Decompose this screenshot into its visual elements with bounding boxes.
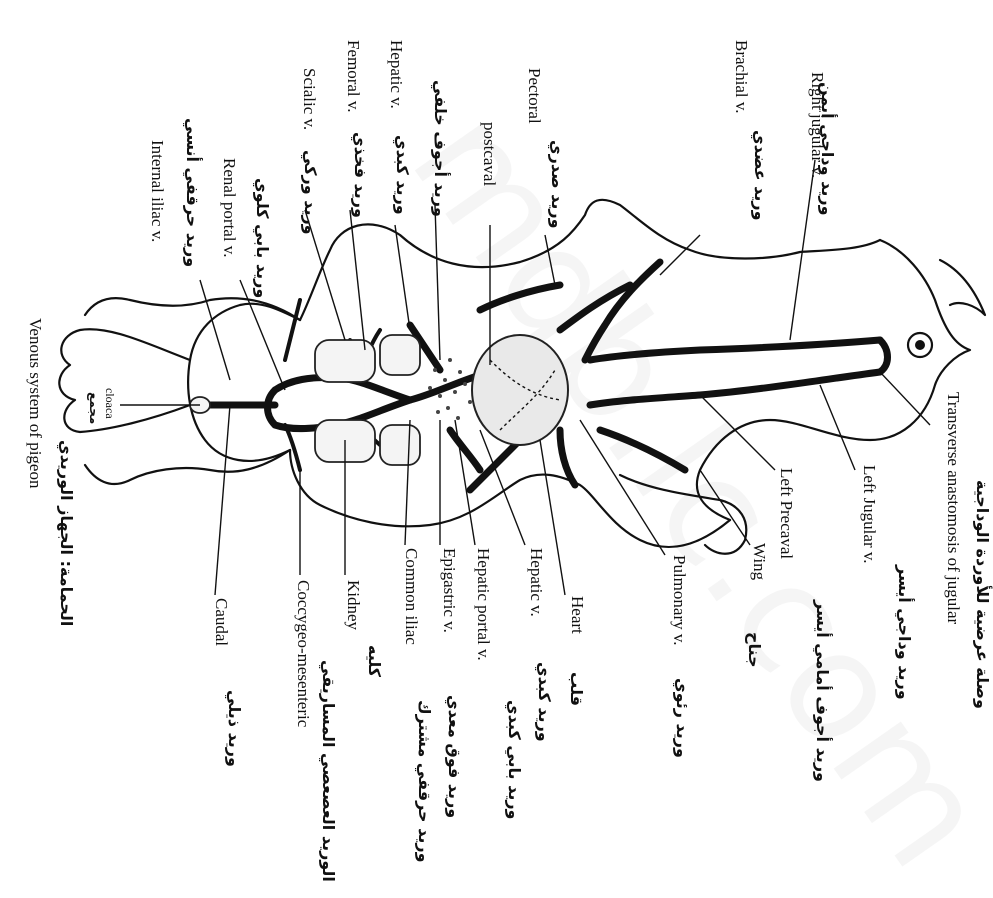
label-caudal-en: Caudal — [213, 598, 230, 646]
label-left-precaval-ar: وريد أجوف أمامي أيسر — [814, 600, 830, 782]
gonad-upper — [380, 335, 420, 375]
label-hepatic-portal-ar: وريد بابي كبدي — [506, 700, 522, 820]
figure-title-ar: الحمامة: الجهاز الوريدي — [58, 440, 74, 626]
label-left-precaval-en: Left Precaval — [778, 468, 795, 559]
label-pulmonary-en: Pulmonary v. — [671, 555, 688, 646]
label-pectoral-ar: وريد صدري — [549, 140, 565, 229]
label-left-jugular-en: Left Jugular v. — [861, 465, 878, 564]
label-transverse-ar: وصلة عرضية للأوردة الوداجية — [974, 480, 990, 709]
label-cloaca-ar: مجمع — [88, 392, 100, 424]
label-sciatic-en: Scialic v. — [301, 68, 318, 130]
label-postcaval-ar: وريد أجوف خلفي — [432, 80, 448, 217]
figure-title-en: Venous system of pigeon — [27, 318, 44, 488]
label-wing-en: Wing — [751, 543, 768, 580]
label-internal-iliac-en: Internal iliac v. — [149, 140, 166, 242]
label-hepatic-portal-en: Hepatic portal v. — [475, 548, 492, 661]
heart-shape — [472, 335, 568, 445]
label-hepatic-ar: وريد كبدي — [536, 662, 552, 742]
label-femoral-en: Femoral v. — [345, 40, 362, 113]
label-coccygeo-en: Coccygeo-mesenteric — [295, 580, 312, 727]
label-hepatic2-ar: وريد كبدي — [394, 135, 410, 215]
label-internal-iliac-ar: وريد حرقفي أنسي — [184, 118, 200, 267]
label-caudal-ar: وريد ذيلي — [226, 690, 242, 767]
label-pectoral-en: Pectoral — [526, 68, 543, 124]
kidney-upper — [315, 340, 375, 382]
label-right-jugular-en: Right jugular v. — [809, 72, 826, 178]
label-common-iliac-ar: وريد حرقفي مشترك — [416, 700, 432, 863]
label-renal-portal-ar: وريد بابي كلوي — [254, 178, 270, 298]
label-heart-ar: قلب — [568, 672, 584, 706]
label-cloaca-en: cloaca — [104, 388, 116, 419]
label-kidney-en: Kidney — [345, 580, 362, 630]
label-heart-en: Heart — [569, 596, 586, 634]
label-left-jugular-ar: وريد وداجي أيسر — [896, 565, 912, 700]
label-pulmonary-ar: وريد رئوي — [674, 678, 690, 758]
label-sciatic-ar: وريد وركي — [302, 150, 318, 235]
label-femoral-ar: وريد فخذي — [352, 132, 368, 218]
label-common-iliac-en: Common iliac — [403, 548, 420, 645]
label-transverse-en: Transverse anastomosis of jugular — [945, 392, 962, 624]
label-postcaval-en: postcaval — [481, 122, 498, 186]
label-epigastric-ar: وريد فوق معدي — [446, 695, 462, 818]
label-kidney-ar: كليه — [366, 645, 382, 677]
label-renal-portal-en: Renal portal v. — [221, 158, 238, 257]
label-hepatic2-en: Hepatic v. — [388, 40, 405, 109]
label-brachial-ar: وريد عضدي — [752, 130, 768, 221]
gonad-lower — [380, 425, 420, 465]
label-brachial-en: Brachial v. — [733, 40, 750, 113]
label-epigastric-en: Epigastric v. — [441, 548, 458, 633]
label-wing-ar: جناح — [746, 632, 762, 668]
label-hepatic-en: Hepatic v. — [528, 548, 545, 617]
label-coccygeo-ar: الوريد العصعصي المساريقي — [320, 660, 336, 882]
